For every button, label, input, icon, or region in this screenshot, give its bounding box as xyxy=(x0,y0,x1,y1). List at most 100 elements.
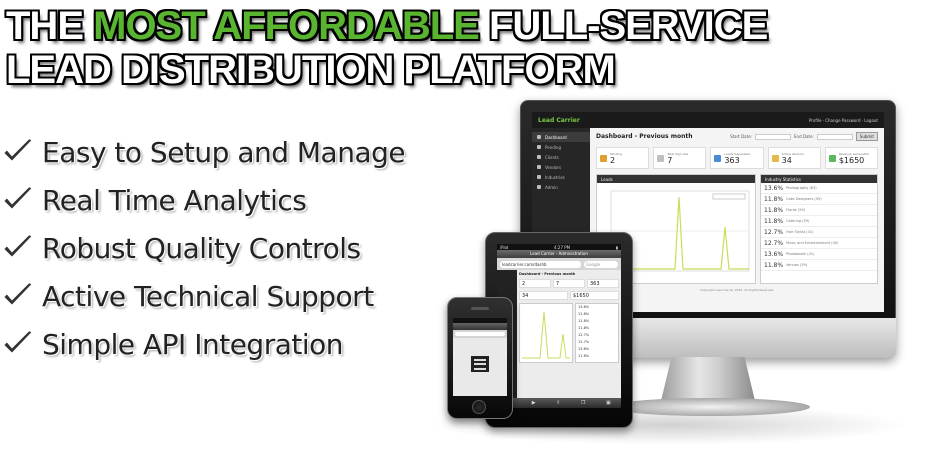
start-date-input[interactable] xyxy=(755,133,792,140)
industry-row: 11.8%Florist (59) xyxy=(761,205,877,216)
industry-panel-title: Industry Statistics xyxy=(761,175,877,183)
tablet-industry-row: 11.8% xyxy=(578,319,590,323)
hand-icon xyxy=(657,154,665,162)
phone-screen xyxy=(453,318,507,396)
vendors-icon xyxy=(537,165,541,169)
industry-name: Hair Stylist (41) xyxy=(786,230,814,234)
feature-item: Simple API Integration xyxy=(0,320,405,368)
app-logo[interactable]: Lead Carrier xyxy=(538,116,580,124)
share-icon[interactable]: ⇪ xyxy=(556,400,561,406)
tablet-stat-cards: 34 $1650 xyxy=(519,291,619,300)
dashboard-panels: Leads Industry Statistics 13.6%Photograp… xyxy=(596,174,878,284)
stat-label: Total Sign Ups xyxy=(667,151,689,156)
tablet-page-title: Dashboard - Previous month xyxy=(519,272,576,276)
checkmark-icon xyxy=(1,232,35,260)
end-date-label: End Date: xyxy=(794,134,814,139)
bookmarks-icon[interactable]: ❐ xyxy=(580,400,586,406)
checkmark-icon xyxy=(1,136,35,164)
feature-text: Active Technical Support xyxy=(42,279,374,313)
headline-accent-text: MOST AFFORDABLE xyxy=(93,4,480,48)
battery-icon: ▮ xyxy=(615,244,618,250)
industry-panel: Industry Statistics 13.6%Photography (83… xyxy=(760,174,878,284)
tablet-url-input[interactable]: leadcarrier.com/dashb xyxy=(500,260,581,268)
industry-name: Catering (59) xyxy=(786,219,810,223)
leads-panel-title: Leads xyxy=(597,175,755,183)
feature-text: Easy to Setup and Manage xyxy=(42,135,406,169)
phone-url-input[interactable] xyxy=(455,332,505,336)
headline-line-1: THE MOST AFFORDABLE FULL-SERVICE xyxy=(6,4,768,48)
tablet-stat: $1650 xyxy=(570,291,619,300)
app-header: Lead Carrier Profile · Change Password ·… xyxy=(532,112,884,128)
tablet-browser-toolbar: ◀ ▶ ⇪ ❐ ▣ xyxy=(497,398,621,408)
tablet-page: Dashboard - Previous month 2 7 363 34 $1… xyxy=(497,270,621,398)
sidebar-item-admin[interactable]: Admin xyxy=(532,182,590,192)
user-menu[interactable]: Profile · Change Password · Logout xyxy=(808,117,878,123)
tablet-industry-row: 12.7% xyxy=(578,333,590,337)
headline-text: FULL-SERVICE xyxy=(478,4,768,48)
checkmark-icon xyxy=(1,328,35,356)
industry-name: Venues (39) xyxy=(786,263,808,267)
tablet-stat: 363 xyxy=(587,279,619,288)
tablet-industry-row: 11.8% xyxy=(578,326,590,330)
industry-row: 11.8%Venues (39) xyxy=(761,260,877,271)
date-filter: Start Date: End Date: Submit xyxy=(730,132,878,141)
tablet-panels: 13.6% 11.8% 11.8% 11.8% 12.7% 12.7% 13.6… xyxy=(519,303,619,363)
industry-name: Photography (83) xyxy=(786,186,817,190)
phone-speaker xyxy=(471,307,489,310)
phone-home-button[interactable] xyxy=(472,400,486,414)
stat-label: Revenue Generated xyxy=(838,151,869,156)
forward-icon[interactable]: ▶ xyxy=(531,400,536,406)
tablet-stat-cards: 2 7 363 xyxy=(519,279,619,288)
industry-percent: 12.7% xyxy=(764,228,784,236)
feature-item: Robust Quality Controls xyxy=(0,224,405,272)
leads-chart xyxy=(610,190,750,272)
feature-item: Real Time Analytics xyxy=(0,176,405,224)
feature-item: Active Technical Support xyxy=(0,272,405,320)
industry-percent: 12.7% xyxy=(764,239,784,247)
industry-percent: 11.8% xyxy=(764,261,784,269)
sidebar-item-dashboard[interactable]: Dashboard xyxy=(532,132,590,142)
industries-icon xyxy=(537,175,541,179)
end-date-input[interactable] xyxy=(816,133,853,140)
sidebar-item-clients[interactable]: Clients xyxy=(532,152,590,162)
tablet-industry-row: 13.6% xyxy=(578,347,590,351)
sidebar-item-pending[interactable]: Pending xyxy=(532,142,590,152)
stat-label: Leads Generated xyxy=(724,151,751,156)
monitor-screen: Lead Carrier Profile · Change Password ·… xyxy=(532,112,884,312)
industry-percent: 13.6% xyxy=(764,250,784,258)
menu-icon[interactable] xyxy=(471,356,489,372)
sidebar-item-vendors[interactable]: Vendors xyxy=(532,162,590,172)
monitor-stand-base xyxy=(610,398,810,416)
stat-value: 2 xyxy=(610,155,616,165)
stat-label: Active Vendors xyxy=(781,151,804,156)
industry-row: 11.8%Catering (59) xyxy=(761,216,877,227)
industry-name: Florist (59) xyxy=(786,208,806,212)
headline-text: THE xyxy=(6,4,94,48)
stat-value: 34 xyxy=(781,155,792,165)
feature-list: Easy to Setup and Manage Real Time Analy… xyxy=(0,128,406,368)
tablet-stat: 2 xyxy=(519,279,551,288)
admin-icon xyxy=(537,185,541,189)
sidebar-item-label: Pending xyxy=(545,144,561,150)
tablet-device-label: iPad xyxy=(500,244,509,250)
page-title: Dashboard - Previous month xyxy=(596,133,693,140)
sidebar-item-label: Clients xyxy=(545,154,559,160)
tablet-industry-panel: 13.6% 11.8% 11.8% 11.8% 12.7% 12.7% 13.6… xyxy=(575,303,619,363)
tabs-icon[interactable]: ▣ xyxy=(605,400,611,406)
submit-button[interactable]: Submit xyxy=(855,132,878,141)
phone-url-bar xyxy=(453,330,507,338)
tablet-search-input[interactable]: Google xyxy=(584,260,618,268)
tablet-url-bar: leadcarrier.com/dashb Google xyxy=(497,258,621,270)
sidebar-item-industries[interactable]: Industries xyxy=(532,172,590,182)
feature-text: Simple API Integration xyxy=(42,327,344,361)
chart-legend xyxy=(712,193,746,200)
start-date-label: Start Date: xyxy=(730,134,753,139)
tablet-chart-svg xyxy=(522,311,570,359)
dashboard-header: Dashboard - Previous month Start Date: E… xyxy=(596,132,878,141)
tablet-industry-row: 13.6% xyxy=(578,305,590,309)
industry-percent: 13.6% xyxy=(764,184,784,192)
